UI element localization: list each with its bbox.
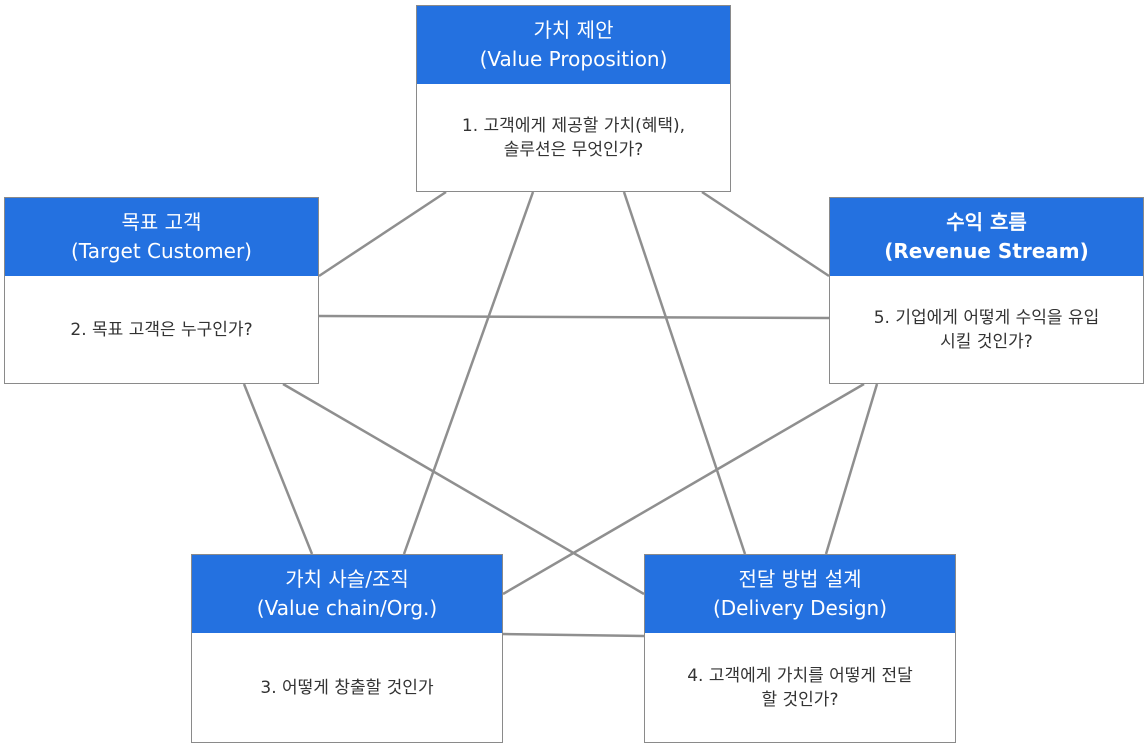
- target-customer-body: 2. 목표 고객은 누구인가?: [70, 319, 253, 340]
- delivery-design-title: 전달 방법 설계: [738, 567, 862, 591]
- delivery-design-header: 전달 방법 설계 (Delivery Design): [645, 555, 955, 633]
- target-customer-subtitle: (Target Customer): [71, 239, 252, 263]
- value-proposition-subtitle: (Value Proposition): [479, 47, 668, 71]
- connector-target-revenue: [318, 314, 830, 320]
- connector-target-chain: [242, 383, 314, 555]
- revenue-stream-subtitle: (Revenue Stream): [884, 239, 1089, 263]
- revenue-stream-header: 수익 흐름 (Revenue Stream): [830, 198, 1143, 276]
- value-chain-body: 3. 어떻게 창출할 것인가: [260, 677, 434, 698]
- delivery-design-subtitle: (Delivery Design): [712, 596, 888, 620]
- value-chain-title: 가치 사슬/조직: [285, 567, 409, 591]
- value-chain-box: 가치 사슬/조직 (Value chain/Org.) 3. 어떻게 창출할 것…: [191, 554, 503, 743]
- connector-revenue-chain: [502, 382, 865, 596]
- delivery-design-box: 전달 방법 설계 (Delivery Design) 4. 고객에게 가치를 어…: [644, 554, 956, 743]
- value-proposition-header: 가치 제안 (Value Proposition): [417, 6, 730, 84]
- revenue-stream-box: 수익 흐름 (Revenue Stream) 5. 기업에게 어떻게 수익을 유…: [829, 197, 1144, 384]
- connector-value-revenue: [701, 190, 830, 278]
- revenue-stream-body: 5. 기업에게 어떻게 수익을 유입 시킬 것인가?: [873, 307, 1100, 352]
- connector-value-chain: [402, 191, 535, 555]
- value-proposition-box: 가치 제안 (Value Proposition) 1. 고객에게 제공할 가치…: [416, 5, 731, 192]
- revenue-stream-title: 수익 흐름: [946, 210, 1027, 234]
- value-chain-subtitle: (Value chain/Org.): [256, 596, 438, 620]
- value-chain-header: 가치 사슬/조직 (Value chain/Org.): [192, 555, 502, 633]
- value-proposition-body: 1. 고객에게 제공할 가치(혜택), 솔루션은 무엇인가?: [461, 115, 686, 160]
- delivery-design-body: 4. 고객에게 가치를 어떻게 전달 할 것인가?: [687, 665, 913, 710]
- target-customer-header: 목표 고객 (Target Customer): [5, 198, 318, 276]
- connector-value-delivery: [622, 191, 747, 555]
- target-customer-title: 목표 고객: [121, 210, 202, 234]
- value-proposition-title: 가치 제안: [533, 18, 614, 42]
- connector-value-target: [318, 190, 447, 278]
- connector-target-delivery: [282, 382, 645, 596]
- connector-revenue-delivery: [824, 383, 879, 555]
- target-customer-box: 목표 고객 (Target Customer) 2. 목표 고객은 누구인가?: [4, 197, 319, 384]
- connector-chain-delivery: [502, 632, 645, 638]
